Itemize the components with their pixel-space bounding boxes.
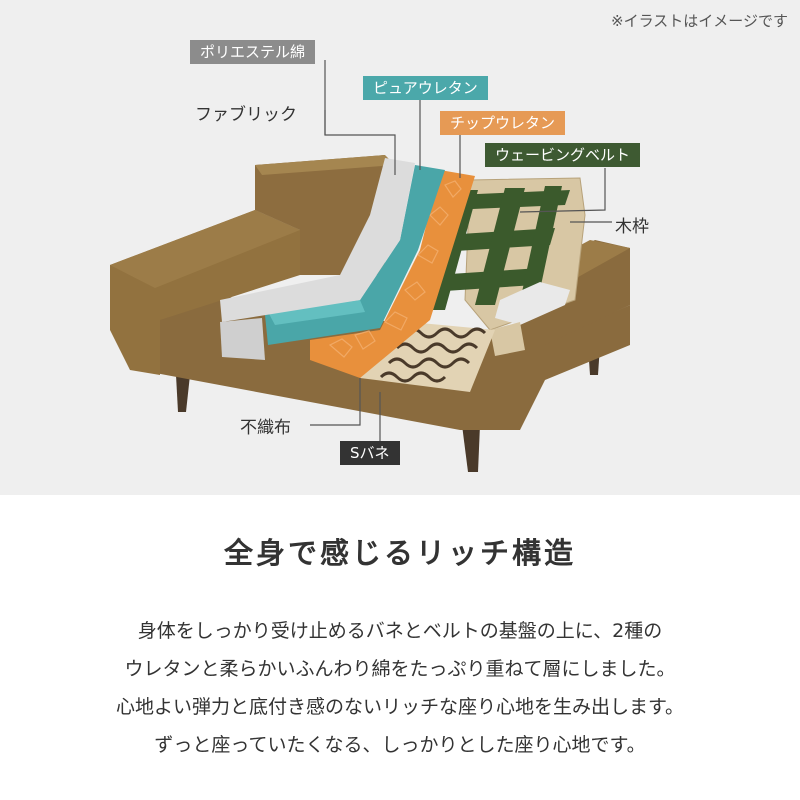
label-pure-urethane-tag: ピュアウレタン	[363, 76, 488, 100]
label-polyester-tag: ポリエステル綿	[190, 40, 316, 64]
sofa-leg-right	[462, 425, 480, 472]
label-s-spring-tag: Sバネ	[340, 441, 400, 465]
sofa-illustration-area: ※イラストはイメージです ポリエステル綿 ファブリック ピュアウレタン チップウ…	[0, 0, 800, 495]
illustration-note: ※イラストはイメージです	[611, 12, 788, 30]
label-nonwoven: 不織布	[240, 418, 291, 438]
chip-urethane-texture	[328, 180, 462, 358]
webbing-belt-grid	[425, 186, 570, 310]
chip-urethane-layer	[310, 170, 475, 378]
description-line: 身体をしっかり受け止めるバネとベルトの基盤の上に、2種の	[137, 620, 663, 642]
polyester-layer	[220, 158, 415, 322]
description-text: 身体をしっかり受け止めるバネとベルトの基盤の上に、2種の ウレタンと柔らかいふん…	[0, 612, 800, 764]
label-fabric: ファブリック	[195, 105, 297, 125]
sofa-leg-left	[176, 375, 190, 412]
sofa-cross-section-illustration	[110, 60, 630, 472]
polyester-side	[220, 318, 265, 360]
sofa-left-armrest-top	[110, 210, 300, 288]
sofa-backrest	[255, 155, 385, 275]
s-spring-waves	[379, 327, 487, 383]
label-webbing-belt-tag: ウェービングベルト	[485, 143, 641, 167]
description-line: ウレタンと柔らかいふんわり綿をたっぷり重ねて層にしました。	[124, 658, 676, 680]
armrest-cut-white	[495, 282, 570, 325]
section-heading: 全身で感じるリッチ構造	[223, 536, 576, 570]
armrest-cut-frame	[490, 322, 525, 356]
sofa-backrest-top	[255, 155, 395, 175]
pure-urethane-highlight	[268, 300, 365, 325]
label-wood-frame: 木枠	[615, 217, 649, 237]
description-line: ずっと座っていたくなる、しっかりとした座り心地です。	[154, 734, 646, 756]
label-pointer-lines	[310, 60, 612, 445]
description-line: 心地よい弾力と底付き感のないリッチな座り心地を生み出します。	[115, 696, 685, 718]
label-chip-urethane-tag: チップウレタン	[440, 111, 566, 135]
